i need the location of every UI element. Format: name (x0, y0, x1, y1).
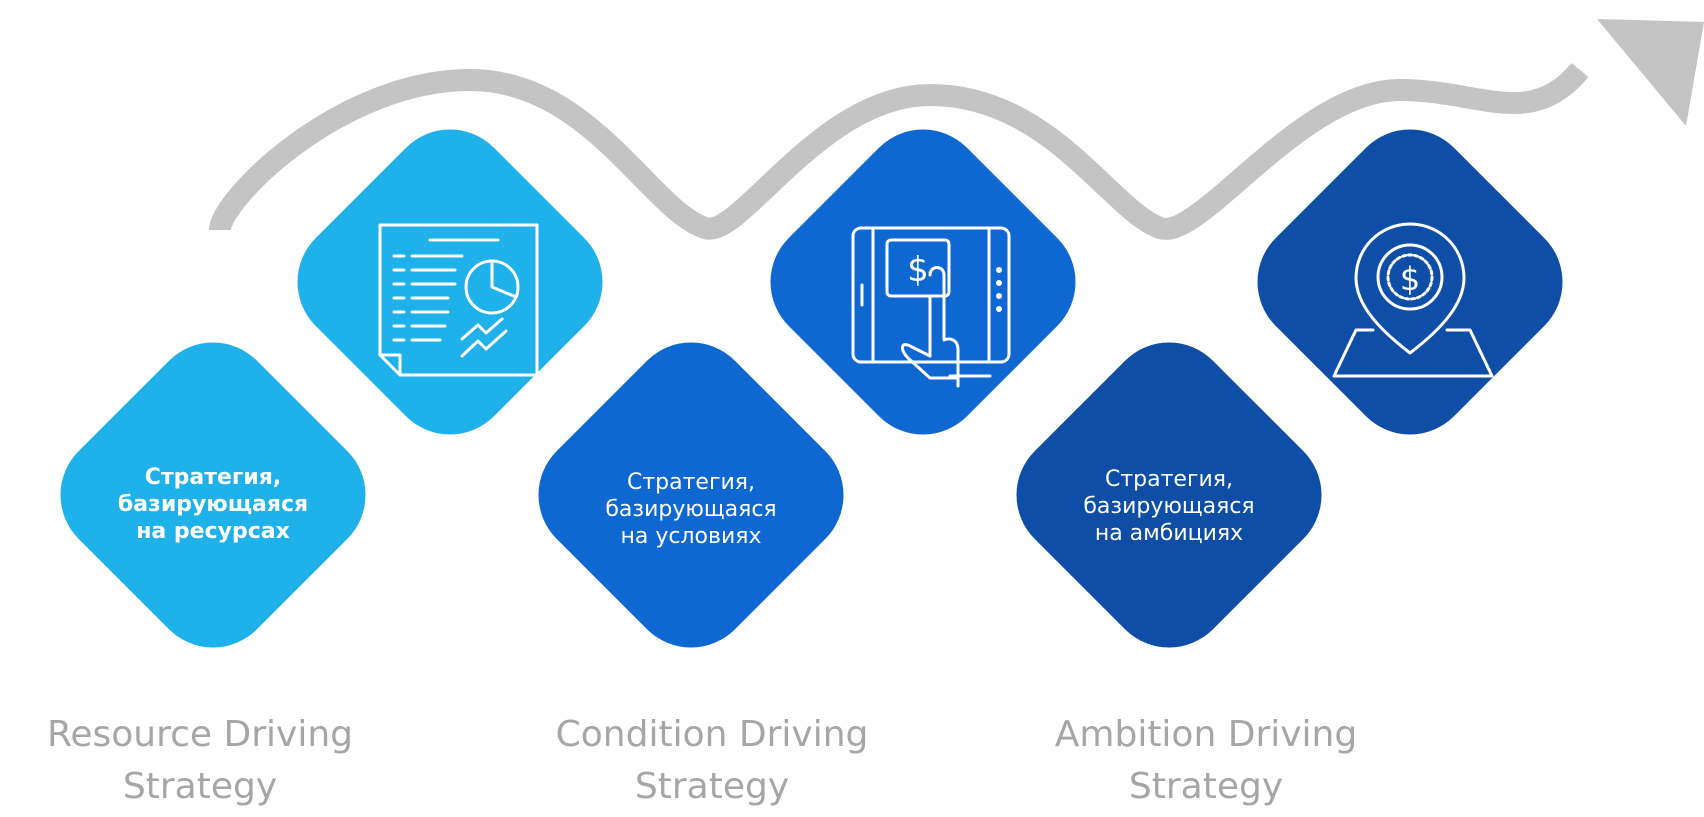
label-tile-1 (60, 342, 366, 648)
stage-3-label: Стратегия, базирующаяся на амбициях (1083, 467, 1255, 546)
stage-2-caption: Condition Driving Strategy (555, 714, 869, 807)
dollar-location-pin-icon (1332, 222, 1494, 378)
tablet-dollar-sign: $ (907, 250, 929, 290)
label-tile-3 (1016, 342, 1322, 648)
arrow-head (1597, 19, 1704, 126)
icon-tile-3 (1257, 129, 1563, 435)
tablet-payment-icon (851, 226, 1011, 388)
stage-3-caption: Ambition Driving Strategy (1054, 714, 1358, 807)
icon-tile-1 (297, 129, 603, 435)
growth-arrow (209, 19, 1704, 240)
label-tile-2 (538, 342, 844, 648)
report-chart-icon (378, 223, 539, 377)
stage-2-label: Стратегия, базирующаяся на условиях (605, 470, 777, 549)
pin-dollar-sign: $ (1400, 260, 1420, 298)
stage-1-caption: Resource Driving Strategy (46, 714, 354, 807)
icon-tile-2 (770, 129, 1076, 435)
stage-1-label: Стратегия, базирующаяся на ресурсах (117, 465, 309, 544)
